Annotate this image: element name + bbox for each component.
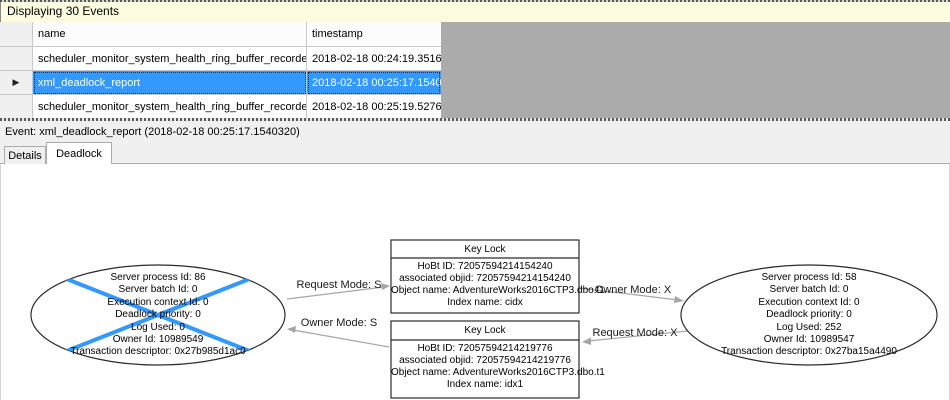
tab-strip-baseline: [0, 163, 950, 164]
tab-details[interactable]: Details: [4, 146, 46, 164]
event-detail-header: Event: xml_deadlock_report (2018-02-18 0…: [0, 121, 950, 142]
survivor-process-details: Server process Id: 58 Server batch Id: 0…: [689, 272, 929, 359]
survivor-batch: Server batch Id: 0: [769, 284, 849, 296]
event-detail-label: Event: xml_deadlock_report (2018-02-18 0…: [5, 125, 300, 138]
lock-top-object-name: Object name: AdventureWorks2016CTP3.dbo.…: [391, 285, 605, 296]
edge-label-owner-x: Owner Mode: X: [594, 284, 672, 296]
lock-bottom-hobt: HoBt ID: 72057594214219776: [417, 343, 553, 354]
lock-bottom-objid: associated objid: 72057594214219776: [399, 355, 571, 366]
victim-log-used: Log Used: 0: [131, 321, 185, 333]
table-row[interactable]: scheduler_monitor_system_health_ring_buf…: [0, 47, 441, 71]
cell-timestamp[interactable]: 2018-02-18 00:25:19.5276859: [307, 95, 441, 119]
events-count-label: Displaying 30 Events: [7, 4, 120, 18]
victim-cross-icon: [31, 265, 285, 365]
splitter-top[interactable]: [0, 0, 950, 2]
cell-timestamp[interactable]: 2018-02-18 00:25:17.1540320: [307, 71, 441, 95]
edge-label-request-s: Request Mode: S: [296, 279, 382, 291]
current-row-arrow-icon: ▶: [12, 77, 20, 87]
row-selector-cell[interactable]: ▶: [0, 71, 33, 95]
edge-arrowheads: [287, 283, 684, 345]
victim-context: Execution context Id: 0: [107, 296, 209, 308]
tab-deadlock[interactable]: Deadlock: [46, 142, 112, 164]
lock-bottom-object-name: Object name: AdventureWorks2016CTP3.dbo.…: [391, 367, 605, 378]
lock-top-title: Key Lock: [464, 244, 506, 255]
survivor-owner-id: Owner Id: 10989547: [763, 334, 855, 346]
edge-label-request-x: Request Mode: X: [592, 327, 678, 339]
lock-node-boxes: [390, 239, 580, 399]
detail-tab-strip: Details Deadlock: [0, 142, 950, 164]
events-grid: name timestamp scheduler_monitor_system_…: [0, 22, 441, 119]
cell-timestamp[interactable]: 2018-02-18 00:24:19.3516078: [307, 47, 441, 71]
lock-top-details: HoBt ID: 72057594214154240 associated ob…: [391, 261, 605, 309]
row-selector-cell[interactable]: [0, 95, 33, 119]
column-header-name[interactable]: name: [33, 22, 307, 47]
lock-bottom-index-name: Index name: idx1: [446, 379, 524, 390]
victim-txn-descriptor: Transaction descriptor: 0x27b985d1ac0: [70, 346, 246, 358]
survivor-context: Execution context Id: 0: [758, 296, 860, 308]
survivor-txn-descriptor: Transaction descriptor: 0x27ba15a4490: [721, 346, 897, 358]
lock-top-index-name: Index name: cidx: [447, 297, 523, 308]
table-row-selected[interactable]: ▶ xml_deadlock_report 2018-02-18 00:25:1…: [0, 71, 441, 95]
cell-name[interactable]: scheduler_monitor_system_health_ring_buf…: [33, 47, 307, 71]
deadlock-graph-pane: Server process Id: 86 Server batch Id: 0…: [0, 164, 950, 400]
row-selector-header[interactable]: [0, 22, 33, 47]
events-grid-region: name timestamp scheduler_monitor_system_…: [0, 22, 950, 119]
events-count-bar: Displaying 30 Events: [0, 0, 950, 22]
lock-top-objid: associated objid: 72057594214154240: [399, 273, 571, 284]
table-row[interactable]: scheduler_monitor_system_health_ring_buf…: [0, 95, 441, 119]
deadlock-graph-canvas: [30, 239, 938, 399]
splitter-horizontal[interactable]: [0, 118, 950, 121]
victim-priority: Deadlock priority: 0: [115, 309, 201, 321]
grid-header-row: name timestamp: [0, 22, 441, 47]
survivor-log-used: Log Used: 252: [776, 321, 842, 333]
victim-process-details: Server process Id: 86 Server batch Id: 0…: [38, 272, 278, 359]
row-selector-cell[interactable]: [0, 47, 33, 71]
victim-batch: Server batch Id: 0: [118, 284, 198, 296]
edge-label-owner-s: Owner Mode: S: [300, 317, 378, 329]
lock-bottom-title: Key Lock: [464, 325, 506, 336]
cell-name[interactable]: scheduler_monitor_system_health_ring_buf…: [33, 95, 307, 119]
lock-top-hobt: HoBt ID: 72057594214154240: [417, 261, 553, 272]
cell-name[interactable]: xml_deadlock_report: [33, 71, 307, 95]
victim-owner-id: Owner Id: 10989549: [112, 334, 204, 346]
survivor-spid: Server process Id: 58: [761, 272, 857, 283]
survivor-priority: Deadlock priority: 0: [766, 309, 852, 321]
victim-spid: Server process Id: 86: [110, 272, 206, 283]
lock-bottom-details: HoBt ID: 72057594214219776 associated ob…: [391, 343, 605, 391]
column-header-timestamp[interactable]: timestamp: [307, 22, 441, 47]
edge-lines: [286, 286, 689, 348]
process-node-survivor: [680, 264, 938, 366]
